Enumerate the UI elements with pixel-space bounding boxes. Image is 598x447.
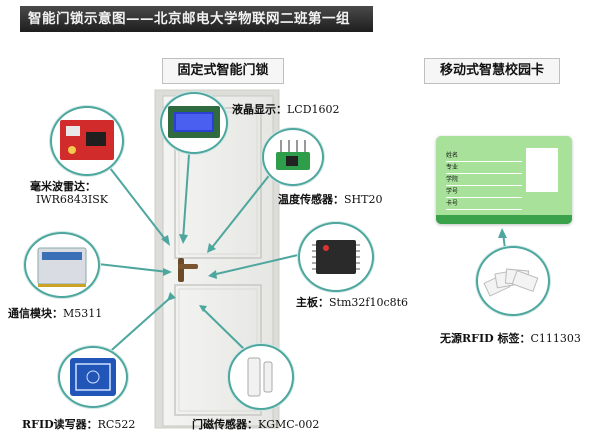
card-field: 专业 — [446, 162, 522, 174]
radar-thumbnail — [50, 106, 124, 176]
comm-label: 通信模块：M5311 — [8, 305, 102, 321]
radar-model-label: IWR6843ISK — [36, 193, 108, 206]
sht20-sensor-icon — [276, 140, 310, 170]
card-field: 卡号 — [446, 198, 522, 210]
rfid-tag-label: 无源RFID 标签：C111303 — [440, 330, 581, 346]
card-footer-band — [436, 215, 572, 224]
card-field-label: 专业 — [446, 164, 459, 171]
lock-section-title: 固定式智能门锁 — [162, 58, 284, 84]
comm-model: M5311 — [63, 307, 103, 320]
lcd-module-icon — [168, 106, 220, 138]
kgmc-sensor-icon — [247, 357, 273, 397]
sht-name: 温度传感器： — [278, 193, 344, 206]
mcu-name: 主板： — [296, 296, 329, 309]
rfid-reader-name: RFID读写器： — [22, 418, 98, 431]
radar-model: IWR6843ISK — [36, 193, 109, 206]
card-field-label: 卡号 — [446, 200, 459, 207]
door-sensor-name: 门磁传感器： — [192, 418, 258, 431]
lcd-label: 液晶显示：LCD1602 — [232, 101, 340, 117]
card-field: 姓名 — [446, 150, 522, 162]
card-field-list: 姓名 专业 学院 学号 卡号 — [446, 150, 522, 210]
rfid-tag-stack-icon — [483, 268, 539, 297]
lcd-thumbnail — [160, 92, 228, 154]
diagram-title-banner: 智能门锁示意图——北京邮电大学物联网二班第一组 — [20, 6, 373, 32]
sht20-thumbnail — [262, 128, 324, 186]
rfid-tag-thumbnail — [476, 246, 550, 316]
comm-module-thumbnail — [24, 232, 100, 298]
card-field-label: 姓名 — [446, 152, 459, 159]
sht-label: 温度传感器：SHT20 — [278, 191, 382, 207]
mcu-label: 主板：Stm32f10c8t6 — [296, 294, 408, 310]
arrowheads — [161, 228, 507, 312]
lcd-model: LCD1602 — [287, 103, 340, 116]
rfid-tag-model: C111303 — [530, 332, 581, 345]
radar-name: 毫米波雷达： — [30, 180, 96, 193]
stm32-chip-icon — [312, 240, 360, 274]
rfid-reader-thumbnail — [58, 346, 128, 408]
mcu-thumbnail — [298, 222, 374, 292]
radar-label: 毫米波雷达： — [30, 178, 96, 194]
m5311-module-icon — [37, 247, 87, 287]
door-sensor-model: KGMC-002 — [258, 418, 320, 431]
lcd-name: 液晶显示： — [232, 103, 287, 116]
sht-model: SHT20 — [344, 193, 383, 206]
rfid-tag-name: 无源RFID 标签： — [440, 332, 531, 345]
rfid-reader-label: RFID读写器：RC522 — [22, 416, 135, 432]
card-field: 学院 — [446, 174, 522, 186]
rfid-reader-model: RC522 — [97, 418, 136, 431]
mcu-model: Stm32f10c8t6 — [329, 296, 409, 309]
card-field-label: 学院 — [446, 176, 459, 183]
comm-name: 通信模块： — [8, 307, 63, 320]
radar-board-icon — [60, 120, 114, 160]
card-photo-box — [526, 148, 558, 192]
card-field: 学号 — [446, 186, 522, 198]
card-field-label: 学号 — [446, 188, 459, 195]
door-sensor-label: 门磁传感器：KGMC-002 — [192, 416, 319, 432]
rc522-reader-icon — [70, 358, 116, 396]
door-sensor-thumbnail — [228, 344, 294, 410]
campus-card: 姓名 专业 学院 学号 卡号 — [436, 136, 572, 224]
card-section-title: 移动式智慧校园卡 — [424, 58, 560, 84]
